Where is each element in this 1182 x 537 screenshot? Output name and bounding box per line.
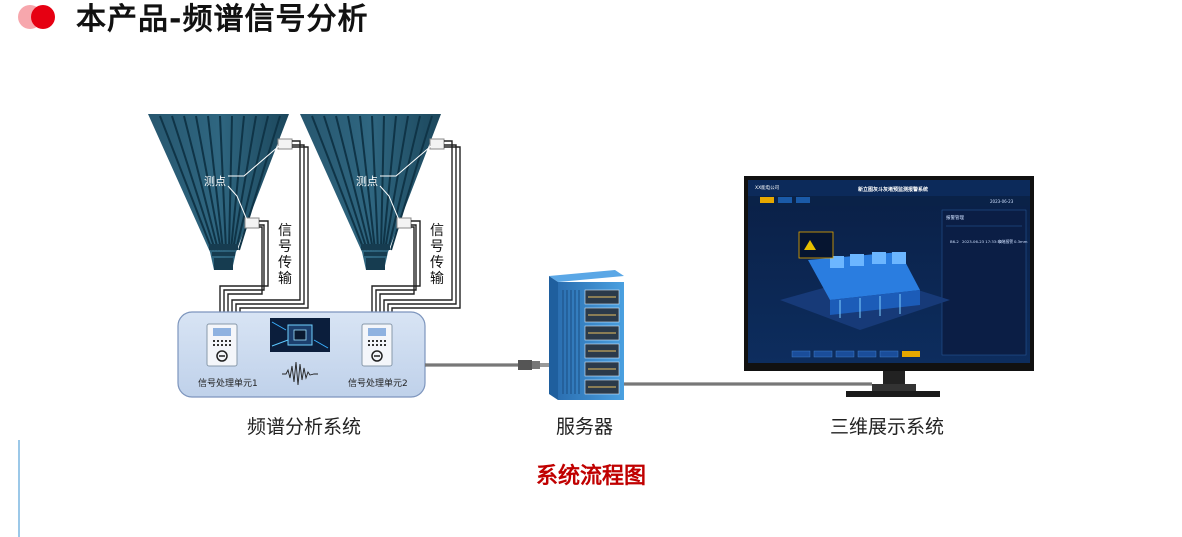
side-accent-line <box>18 440 20 537</box>
sensor-icon <box>244 138 445 229</box>
monitor-icon <box>744 176 1034 397</box>
monitor-alarm-time: 2023-06-23 17:33:52 <box>962 239 1003 244</box>
waveform-icon <box>282 361 318 386</box>
measure-point-label: 测点 <box>356 175 378 188</box>
signal-cables-1 <box>219 140 309 312</box>
signal-unit-2-label: 信号处理单元2 <box>348 377 408 389</box>
title-dot-red-icon <box>31 5 55 29</box>
svg-text:传: 传 <box>278 255 292 271</box>
network-cable-1 <box>425 360 550 370</box>
signal-unit-1-label: 信号处理单元1 <box>198 377 258 389</box>
signal-cables-2 <box>371 140 461 312</box>
svg-text:输: 输 <box>278 271 292 287</box>
monitor-date: 2023-06-23 <box>990 199 1014 204</box>
monitor-company: XX能电公司 <box>755 184 779 191</box>
measure-point-label: 测点 <box>204 175 226 188</box>
display-system-caption: 三维展示系统 <box>830 416 945 438</box>
monitor-alarm-level: 0.3mm <box>1014 239 1028 244</box>
signal-unit-1-icon <box>206 323 238 367</box>
page-title: 本产品-频谱信号分析 <box>76 2 369 37</box>
monitor-panel-title: 报警管理 <box>946 214 964 221</box>
server-icon <box>549 270 624 400</box>
chip-icon <box>270 318 330 352</box>
svg-text:传: 传 <box>430 255 444 271</box>
server-caption: 服务器 <box>556 416 614 438</box>
svg-text:号: 号 <box>430 239 444 255</box>
svg-text:输: 输 <box>430 271 444 287</box>
signal-unit-2-icon <box>361 323 393 367</box>
flow-chart-title: 系统流程图 <box>535 464 646 489</box>
monitor-alarm-state: 灰堵报警 <box>998 239 1013 244</box>
monitor-title: 新立图灰斗灰堵预监测报警系统 <box>858 186 928 193</box>
svg-text:信: 信 <box>278 223 292 239</box>
monitor-alarm-id: B6-2 <box>950 239 959 244</box>
signal-transmission-label-2: 信 号 传 输 <box>430 223 444 287</box>
signal-transmission-label-1: 信 号 传 输 <box>278 223 292 287</box>
spectrum-system-caption: 频谱分析系统 <box>247 416 362 438</box>
svg-text:号: 号 <box>278 239 292 255</box>
svg-text:信: 信 <box>430 223 444 239</box>
measure-point-pointers <box>227 145 432 221</box>
hopper-1 <box>148 114 289 270</box>
hopper-2 <box>300 114 441 270</box>
